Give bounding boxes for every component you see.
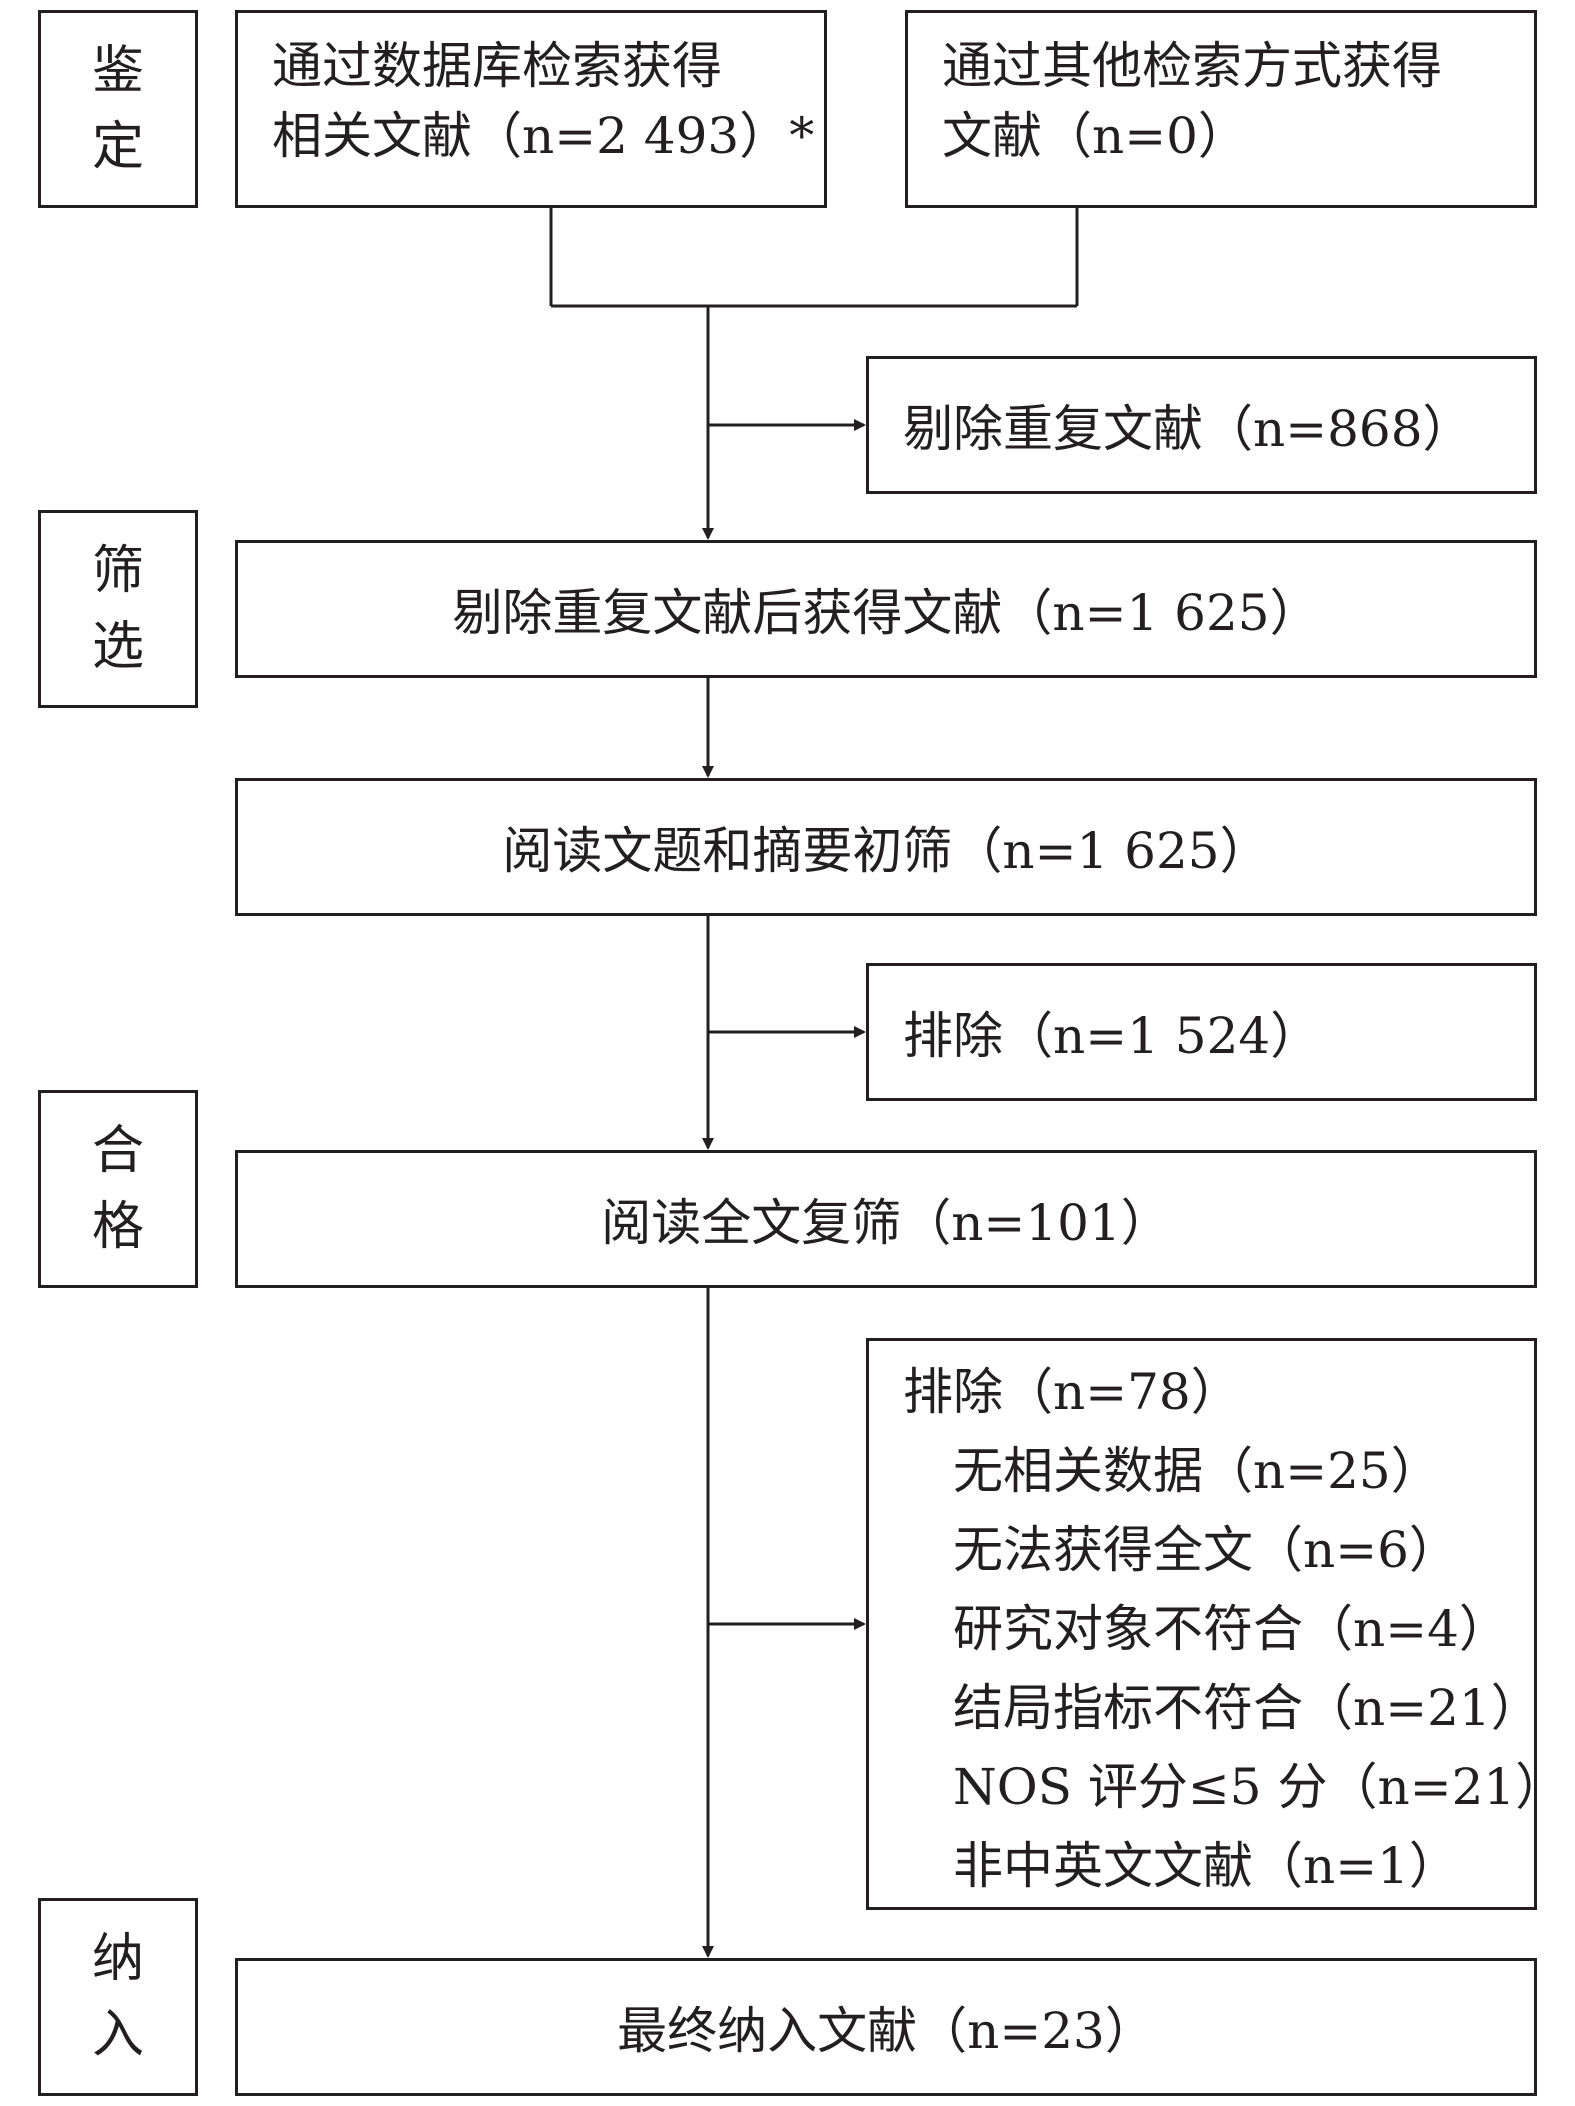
stage-screening: 筛 选 xyxy=(38,510,198,708)
exclusion-reason: 无法获得全文（n=6） xyxy=(953,1521,1459,1579)
stage-included-char-1: 纳 xyxy=(91,1929,144,1989)
stage-screening-char-2: 选 xyxy=(91,617,144,677)
stage-included: 纳 入 xyxy=(38,1898,198,2096)
database-search-line-1: 通过数据库检索获得 xyxy=(272,37,722,95)
other-search-box: 通过其他检索方式获得 文献（n=0） xyxy=(905,10,1537,208)
other-search-line-2: 文献（n=0） xyxy=(942,107,1248,165)
stage-eligibility-char-2: 格 xyxy=(91,1197,144,1257)
stage-screening-char-1: 筛 xyxy=(91,541,144,601)
duplicates-removed-text: 剔除重复文献（n=868） xyxy=(903,400,1473,458)
duplicates-removed-box: 剔除重复文献（n=868） xyxy=(866,356,1537,494)
stage-identification-char-2: 定 xyxy=(91,117,144,177)
stage-identification: 鉴 定 xyxy=(38,10,198,208)
final-included-box: 最终纳入文献（n=23） xyxy=(235,1958,1537,2096)
exclusion-reason: 研究对象不符合（n=4） xyxy=(953,1600,1509,1658)
full-text-text: 阅读全文复筛（n=101） xyxy=(601,1194,1171,1252)
excluded-1-box: 排除（n=1 524） xyxy=(866,963,1537,1101)
after-dedup-text: 剔除重复文献后获得文献（n=1 625） xyxy=(452,584,1320,642)
exclusion-reason: 结局指标不符合（n=21） xyxy=(953,1679,1541,1737)
after-dedup-box: 剔除重复文献后获得文献（n=1 625） xyxy=(235,540,1537,678)
exclusion-reason: 无相关数据（n=25） xyxy=(953,1442,1441,1500)
stage-eligibility-char-1: 合 xyxy=(91,1121,144,1181)
full-text-box: 阅读全文复筛（n=101） xyxy=(235,1150,1537,1288)
excluded-2-box: 排除（n=78） 无相关数据（n=25） 无法获得全文（n=6） 研究对象不符合… xyxy=(866,1338,1566,1910)
title-abstract-text: 阅读文题和摘要初筛（n=1 625） xyxy=(502,822,1270,880)
excluded-1-text: 排除（n=1 524） xyxy=(903,1007,1321,1065)
exclusion-reason: 非中英文文献（n=1） xyxy=(953,1837,1459,1895)
stage-identification-char-1: 鉴 xyxy=(91,41,144,101)
other-search-line-1: 通过其他检索方式获得 xyxy=(942,37,1442,95)
database-search-box: 通过数据库检索获得 相关文献（n=2 493）* xyxy=(235,10,827,208)
excluded-2-title: 排除（n=78） xyxy=(903,1363,1241,1421)
stage-included-char-2: 入 xyxy=(91,2005,144,2065)
final-included-text: 最终纳入文献（n=23） xyxy=(617,2002,1155,2060)
stage-eligibility: 合 格 xyxy=(38,1090,198,1288)
database-search-line-2: 相关文献（n=2 493）* xyxy=(272,107,815,165)
title-abstract-box: 阅读文题和摘要初筛（n=1 625） xyxy=(235,778,1537,916)
exclusion-reason: NOS 评分≤5 分（n=21） xyxy=(953,1758,1566,1816)
